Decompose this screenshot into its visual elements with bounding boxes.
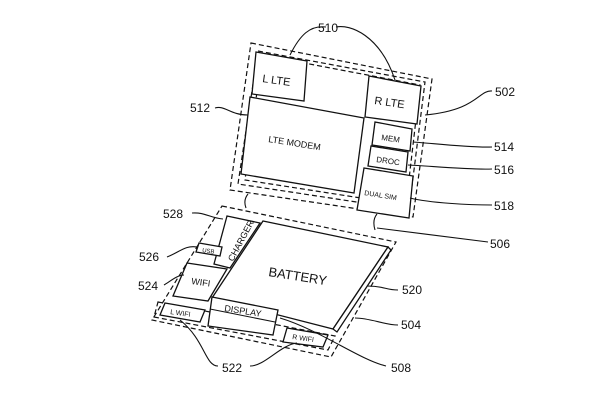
- ref-510: 510: [318, 21, 338, 35]
- reference-numerals: 510 502 512 514 516 518 506 528 526 524 …: [138, 21, 515, 375]
- dual-sim-box: [356, 167, 414, 219]
- battery-side: [332, 245, 392, 333]
- r-lte-label: R LTE: [374, 95, 406, 111]
- r-lte-box: [364, 75, 422, 125]
- l-lte-box: [251, 51, 308, 102]
- ref-528: 528: [163, 207, 183, 221]
- upper-outer-boundary: [229, 42, 433, 218]
- ref-502: 502: [495, 85, 515, 99]
- hinge-lines: [244, 193, 378, 231]
- lower-outer-boundary: [151, 205, 397, 358]
- ref-506: 506: [490, 237, 510, 251]
- wifi-antenna-boundary: [153, 301, 336, 351]
- ref-514: 514: [494, 140, 514, 154]
- l-wifi-box: [159, 302, 206, 323]
- upper-module: L LTE R LTE LTE MODEM MEM DROC DUAL SIM: [229, 42, 433, 219]
- mem-box: [371, 121, 413, 152]
- leader-lines: [163, 25, 493, 367]
- ref-504: 504: [401, 318, 421, 332]
- droc-label: DROC: [376, 155, 401, 167]
- ref-520: 520: [402, 283, 422, 297]
- lte-modem-box: [240, 96, 365, 194]
- droc-box: [367, 145, 409, 173]
- ref-524: 524: [138, 279, 158, 293]
- wifi-label: WIFI: [191, 276, 211, 289]
- usb-box: [195, 242, 223, 257]
- ref-516: 516: [494, 163, 514, 177]
- ref-526: 526: [139, 250, 159, 264]
- r-wifi-label: R WIFI: [292, 334, 315, 344]
- ref-522: 522: [222, 361, 242, 375]
- wifi-box: [172, 262, 229, 302]
- ref-508: 508: [391, 361, 411, 375]
- display-edge: [209, 308, 276, 323]
- ref-518: 518: [494, 199, 514, 213]
- l-lte-label: L LTE: [262, 73, 292, 89]
- mem-label: MEM: [381, 133, 401, 145]
- usb-label: USB: [202, 248, 215, 256]
- ref-512: 512: [190, 101, 210, 115]
- lower-module: BATTERY CHARGER USB WIFI L WIFI DISPLAY …: [151, 205, 397, 358]
- l-wifi-label: L WIFI: [170, 309, 191, 319]
